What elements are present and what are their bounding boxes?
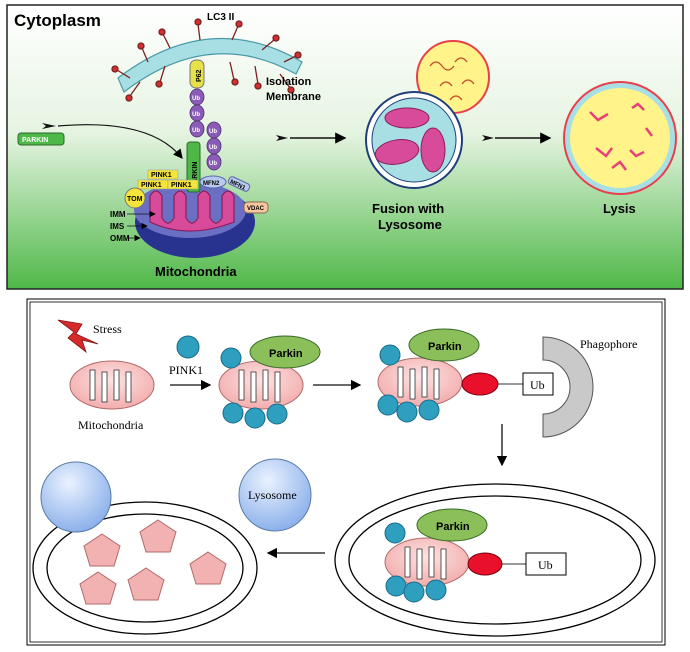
ub-box-2 xyxy=(525,552,567,576)
parkin-3 xyxy=(416,508,488,542)
autolysosome xyxy=(32,461,258,635)
omm-label: OMM xyxy=(110,234,130,243)
lc3-molecules xyxy=(111,18,302,102)
pink1-label-c: PINK1 xyxy=(171,182,192,189)
mfn2-block xyxy=(199,175,227,189)
mfn2-label: MFN2 xyxy=(203,181,220,187)
phagophore xyxy=(542,336,594,438)
top-panel: Cytoplasm LC3 II Isolation Membrane P62 xyxy=(6,4,684,290)
mitochondrion-top xyxy=(134,182,255,258)
lc3-label: LC3 II xyxy=(207,12,234,23)
lysis-vesicle xyxy=(563,81,677,195)
parkin-free-label: PARKIN xyxy=(22,137,48,144)
vdac-label: VDAC xyxy=(247,206,265,212)
ims-label: IMS xyxy=(110,222,125,231)
ub-label-4: Ub xyxy=(209,129,217,135)
parkin-2-label: Parkin xyxy=(428,341,462,353)
lysis-label: Lysis xyxy=(603,201,636,216)
pink1-block-a xyxy=(147,169,179,180)
ub-tag-2 xyxy=(467,552,503,576)
lysis-arrow-tail-icon xyxy=(482,135,494,141)
ub-box-1 xyxy=(522,372,554,396)
ub-label-1: Ub xyxy=(192,96,200,102)
imm-label: IMM xyxy=(110,210,126,219)
stress-label: Stress xyxy=(93,322,122,336)
pink1-label-b: PINK1 xyxy=(141,182,162,189)
membrane-pointers xyxy=(127,210,156,242)
mitochondria-label-top: Mitochondria xyxy=(155,264,237,279)
lightning-icon xyxy=(57,319,99,354)
mitochondria-label-bottom: Mitochondria xyxy=(78,418,144,432)
parkin-1-label: Parkin xyxy=(269,348,303,360)
ub-box-1-label: Ub xyxy=(530,378,545,392)
parkin-bound-label: PARKIN xyxy=(192,162,199,188)
pink1-bead xyxy=(176,335,200,359)
pink1-label-bottom: PINK1 xyxy=(169,363,203,377)
parkin-free-block xyxy=(17,132,65,146)
membrane-label: Membrane xyxy=(266,91,321,103)
parkin-2 xyxy=(408,328,480,362)
tom-complex xyxy=(124,187,146,209)
bottom-panel: Stress Mitochondria PINK1 Park xyxy=(26,298,666,646)
fusion-label-line1: Fusion with xyxy=(372,201,444,216)
parkin-arrow-tail-icon xyxy=(42,123,56,129)
lysosome-label: Lysosome xyxy=(248,488,297,502)
mfn1-block xyxy=(227,176,251,192)
ub-chain xyxy=(189,88,222,171)
fusion-autolysosome xyxy=(365,40,490,189)
ub-label-2: Ub xyxy=(192,112,200,118)
p62-block xyxy=(189,59,205,89)
vdac-block xyxy=(243,201,269,214)
fusion-arrow-tail-icon xyxy=(276,135,288,141)
parkin-1 xyxy=(249,335,321,369)
pink1-label-a: PINK1 xyxy=(151,172,172,179)
mitochondrion-1 xyxy=(69,360,155,410)
ub-label-3: Ub xyxy=(192,128,200,134)
pink1-block-c xyxy=(167,179,199,190)
isolation-label: Isolation xyxy=(266,76,312,88)
ub-label-6: Ub xyxy=(209,161,217,167)
phagophore-label: Phagophore xyxy=(580,337,637,351)
ub-label-5: Ub xyxy=(209,145,217,151)
lysosome xyxy=(238,458,312,532)
ub-box-2-label: Ub xyxy=(538,558,553,572)
ub-tag-1 xyxy=(461,372,499,396)
fusion-label-line2: Lysosome xyxy=(378,217,442,232)
parkin-3-label: Parkin xyxy=(436,521,470,533)
tom-label: TOM xyxy=(127,196,143,203)
cytoplasm-title: Cytoplasm xyxy=(14,11,101,30)
p62-label: P62 xyxy=(196,69,203,82)
parkin-bound-block xyxy=(186,141,201,193)
mitochondrion-2 xyxy=(218,347,304,429)
isolation-membrane-arc xyxy=(117,38,303,93)
parkin-recruit-arrow xyxy=(57,124,183,159)
